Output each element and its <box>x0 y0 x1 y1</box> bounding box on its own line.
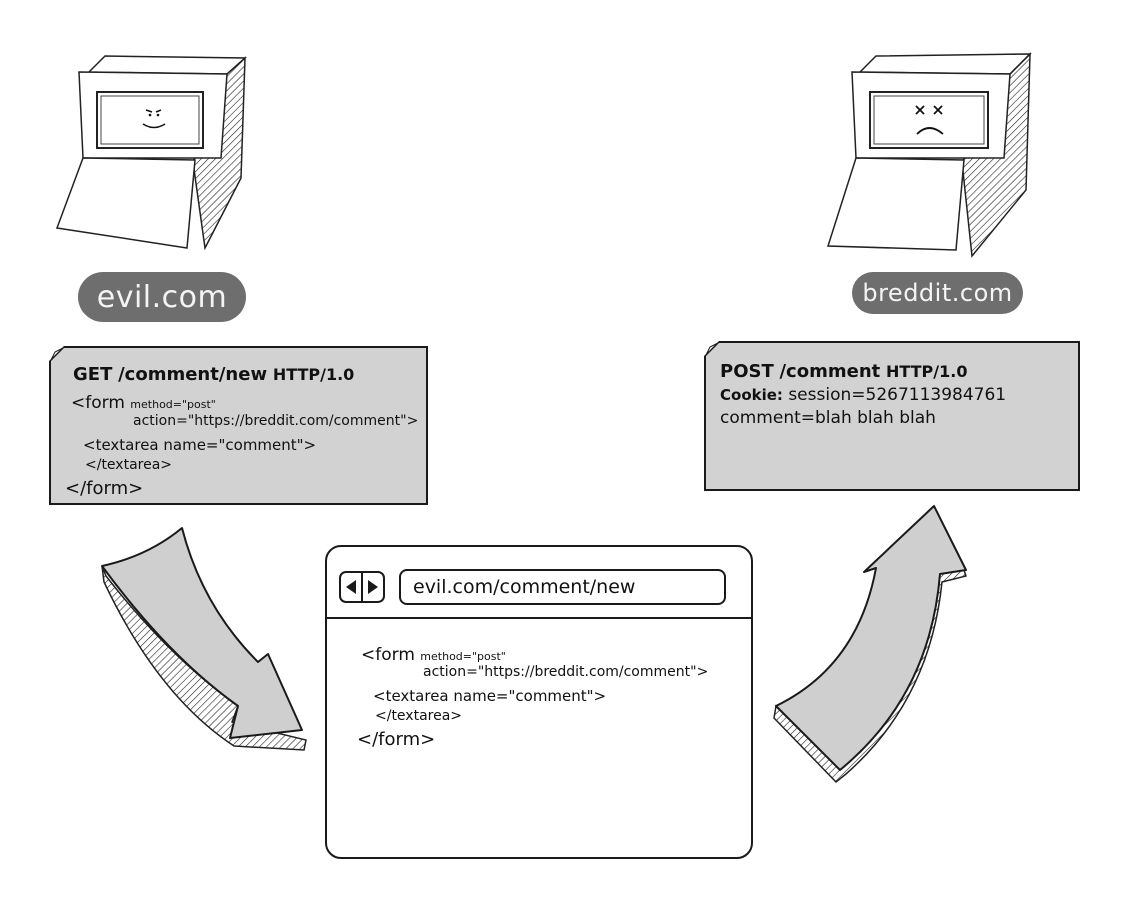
arrow-to-browser <box>98 526 310 754</box>
evil-computer <box>55 50 255 250</box>
textarea-open-line: <textarea name="comment"> <box>83 436 317 454</box>
form-action-line: action="https://breddit.com/comment"> <box>133 413 419 429</box>
back-button[interactable] <box>341 573 363 601</box>
cookie-line: Cookie: session=5267113984761 <box>720 385 1007 405</box>
triangle-right-icon <box>368 580 378 594</box>
curved-arrow-down-right-icon <box>101 527 307 751</box>
arrow-to-breddit <box>770 500 974 784</box>
form-close-line: </form> <box>65 478 144 499</box>
curved-arrow-up-right-icon <box>773 505 967 784</box>
page-fold-icon <box>49 346 65 362</box>
forward-button[interactable] <box>363 573 383 601</box>
form-action-line: action="https://breddit.com/comment"> <box>423 664 709 680</box>
triangle-left-icon <box>346 580 356 594</box>
request-line: GET /comment/new HTTP/1.0 <box>73 364 355 385</box>
textarea-close-line: </textarea> <box>85 457 173 473</box>
site-label-breddit: breddit.com <box>852 272 1023 314</box>
textarea-open-line: <textarea name="comment"> <box>373 687 607 705</box>
breddit-computer <box>826 50 1036 260</box>
form-open-line: <form method="post" <box>361 645 506 665</box>
address-bar[interactable]: evil.com/comment/new <box>399 569 726 605</box>
get-request-note: GET /comment/new HTTP/1.0 <form method="… <box>49 346 428 505</box>
site-label-evil: evil.com <box>78 272 246 322</box>
browser-toolbar: evil.com/comment/new <box>327 547 751 619</box>
form-open-line: <form method="post" <box>71 393 216 413</box>
comment-line: comment=blah blah blah <box>720 408 936 428</box>
post-request-note: POST /comment HTTP/1.0 Cookie: session=5… <box>704 341 1080 491</box>
request-line: POST /comment HTTP/1.0 <box>720 361 968 382</box>
computer-dead-face-icon <box>826 52 1032 258</box>
nav-buttons <box>339 571 385 603</box>
textarea-close-line: </textarea> <box>375 708 463 724</box>
browser-window: evil.com/comment/new <form method="post"… <box>325 545 753 859</box>
form-close-line: </form> <box>357 729 436 750</box>
computer-smug-face-icon <box>55 55 247 250</box>
page-fold-icon <box>704 341 720 357</box>
